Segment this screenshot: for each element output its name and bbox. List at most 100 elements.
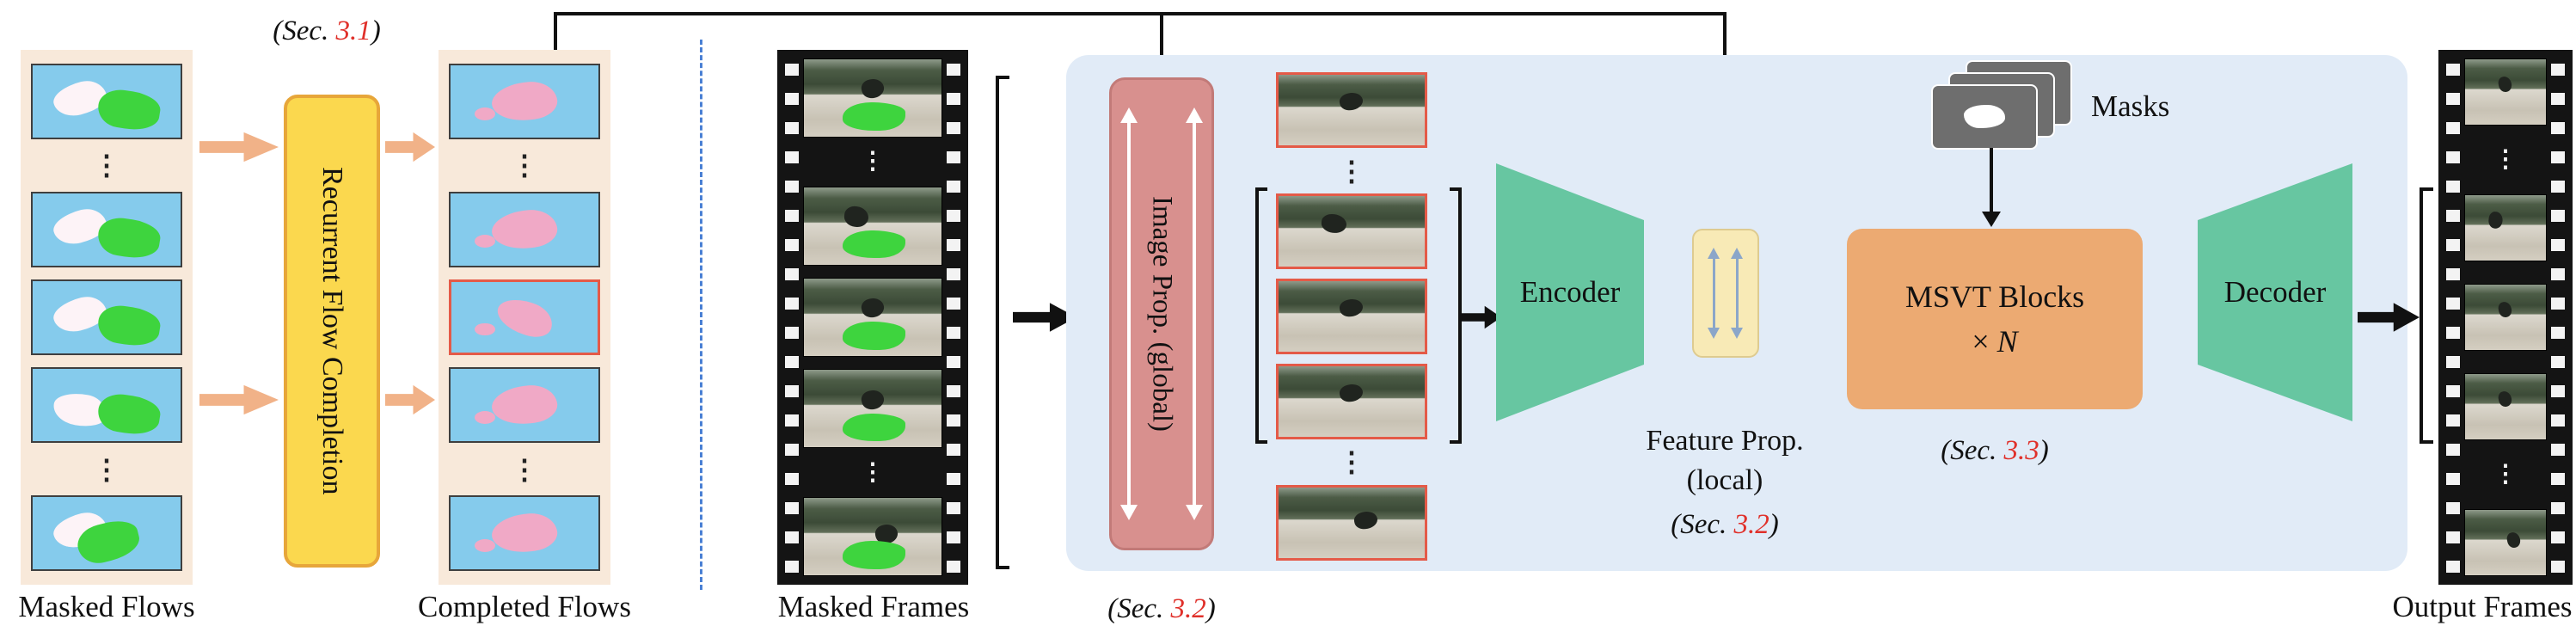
rider-figure [2497,390,2514,408]
completed-flows-strip: ⋮⋮ [439,50,610,585]
masked-flow-thumbnail [31,279,182,355]
ellipsis-dots: ⋮ [861,458,885,486]
top-connector-line [554,12,1727,15]
rider-figure [1352,509,1380,531]
feature-propagation-box [1692,229,1759,358]
rider-figure [1338,297,1365,319]
output-frame-thumbnail [2464,58,2547,126]
output-frames-label: Output Frames [2392,590,2573,623]
bidirectional-arrow-icon [1708,248,1720,339]
masked-frame-thumbnail [803,58,942,138]
completed-flow-shape [489,510,560,556]
rider-figure [2497,75,2514,94]
top-connector-imageprop-drop [1160,12,1163,60]
completed-flows-label: Completed Flows [418,590,631,623]
mask-region [842,413,906,442]
sec-number: 3.2 [1733,509,1769,540]
masks-stack [1933,62,2079,153]
ellipsis-dots: ⋮ [93,150,120,181]
feature-prop-label: Feature Prop. [1646,425,1804,457]
rider-figure [1338,382,1365,404]
masked-frame-thumbnail [803,496,942,576]
ellipsis-dots: ⋮ [861,148,885,175]
completed-flow-shape [474,107,495,120]
completed-flow-shape [475,322,495,336]
output-frame-thumbnail [2464,509,2547,576]
mask-region [95,86,163,134]
rider-figure [843,205,869,228]
group-bracket [1255,187,1267,444]
flow-arrow [385,132,435,163]
ellipsis-dots: ⋮ [93,453,120,485]
group-bracket [1450,187,1462,444]
completed-flow-thumbnail [449,367,600,444]
image-propagation-label: Image Prop. (global) [1146,195,1178,432]
ellipsis-dots: ⋮ [511,453,538,485]
rider-figure [2487,211,2504,230]
sec-text: ) [1769,509,1779,540]
completed-flow-shape [474,411,495,425]
mask-region [1964,104,2005,128]
propagated-frame-thumbnail [1276,193,1427,270]
output-frame-thumbnail [2464,284,2547,351]
filmstrip-sprockets [2551,60,2565,574]
flow-arrow [199,132,279,163]
masks-label: Masks [2091,89,2170,123]
masked-frames-column: ⋮⋮ [801,57,944,578]
completed-flow-shape [489,78,560,125]
propagated-frame-thumbnail [1276,278,1427,354]
mask-region [842,541,906,569]
masked-frames-filmstrip: ⋮⋮ [777,50,968,585]
section-3-2-label: (Sec. 3.2) [1616,509,1833,541]
mask-region [842,322,906,350]
ellipsis-dots: ⋮ [2493,146,2518,173]
sec-number: 3.2 [1170,593,1206,624]
rider-figure [860,77,886,101]
rider-figure [2505,531,2522,549]
mask-region [95,390,163,438]
masked-frame-thumbnail [803,369,942,449]
sec-number: 3.3 [2003,435,2039,466]
sec-text: ) [1205,593,1216,624]
filmstrip-sprockets [2446,60,2460,574]
recurrent-flow-completion-label: Recurrent Flow Completion [316,167,348,495]
rider-figure [860,296,886,320]
section-3-2-label: (Sec. 3.2) [1071,593,1252,625]
filmstrip-sprockets [947,60,960,574]
mask-region [95,302,163,350]
top-connector-left-drop [554,12,557,52]
masks-to-msvt-arrow [1990,148,1993,213]
sec-text: ) [371,15,381,46]
mask-region [842,102,906,131]
section-divider [700,40,702,590]
rider-figure [860,388,886,411]
propagated-frame-thumbnail [1276,484,1427,561]
masked-frame-thumbnail [803,186,942,266]
completed-flow-shape [474,235,495,249]
encoder-label: Encoder [1519,275,1621,309]
recurrent-flow-completion-box: Recurrent Flow Completion [284,95,380,568]
msvt-multiplier: × N [1972,319,2017,364]
sec-text: ) [2039,435,2049,466]
ellipsis-dots: ⋮ [1338,155,1365,187]
completed-flow-shape [489,383,560,428]
bidirectional-arrow-icon [1120,107,1138,520]
n-variable: N [1996,324,2018,359]
masked-flows-label: Masked Flows [18,590,195,623]
group-bracket [2420,187,2433,444]
times-symbol: × [1972,324,1997,359]
masked-flows-strip: ⋮⋮ [21,50,193,585]
masked-frames-label: Masked Frames [777,590,970,623]
completed-flow-shape [489,206,560,252]
section-3-1-label: (Sec. 3.1) [241,15,413,47]
feature-prop-sublabel: (local) [1686,464,1763,496]
mask-region [95,214,163,261]
section-3-3-label: (Sec. 3.3) [1890,435,2100,467]
sec-text: (Sec. [1107,593,1171,624]
completed-flow-thumbnail [449,64,600,139]
bidirectional-arrow-icon [1186,107,1203,520]
completed-flow-thumbnail [449,279,600,355]
propagated-frame-thumbnail [1276,72,1427,148]
output-frames-column: ⋮⋮ [2463,57,2548,578]
